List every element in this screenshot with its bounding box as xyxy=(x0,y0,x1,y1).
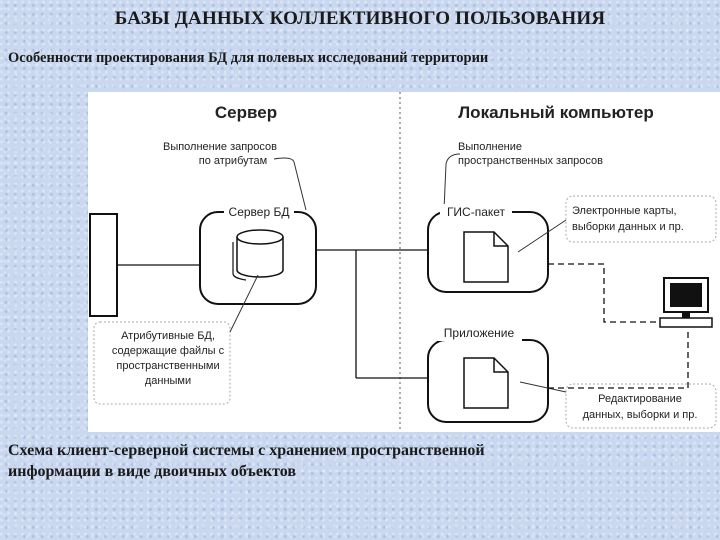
app-label-bg xyxy=(438,325,522,341)
maps-note-line2: выборки данных и пр. xyxy=(572,221,684,233)
maps-note-frame xyxy=(565,195,717,243)
edit-note-line1: Редактирование xyxy=(598,393,682,405)
attr-note-line1: Атрибутивные БД, xyxy=(121,330,215,342)
server-rack xyxy=(89,213,118,317)
gis-label: ГИС-пакет xyxy=(447,205,506,219)
maps-note-callout xyxy=(517,219,567,253)
gis-to-workstation-link xyxy=(548,263,664,323)
edit-note-line2: данных, выборки и пр. xyxy=(583,409,698,421)
app-label: Приложение xyxy=(444,326,515,340)
db-server-label-bg xyxy=(224,204,294,220)
caption-line1: Схема клиент-серверной системы с хранени… xyxy=(8,442,485,459)
attr-note-line2: содержащие файлы с xyxy=(112,345,225,357)
diagram-caption: Схема клиент-серверной системы с хранени… xyxy=(8,440,648,482)
server-heading: Сервер xyxy=(215,103,277,122)
page-subtitle: Особенности проектирования БД для полевы… xyxy=(8,50,489,66)
server-note-callout xyxy=(273,157,307,211)
local-heading: Локальный компьютер xyxy=(458,103,653,122)
client-server-diagram: Сервер Локальный компьютер Выполнение за… xyxy=(88,92,720,432)
attr-note-callout xyxy=(229,274,259,333)
page-title: БАЗЫ ДАННЫХ КОЛЛЕКТИВНОГО ПОЛЬЗОВАНИЯ xyxy=(114,8,606,29)
document-icon xyxy=(463,231,509,283)
server-note-line2: по атрибутам xyxy=(199,155,267,167)
spatial-note-line2: пространственных запросов xyxy=(458,155,603,167)
spatial-note-line1: Выполнение xyxy=(458,141,522,153)
maps-note-line1: Электронные карты, xyxy=(572,205,677,217)
attr-note-frame xyxy=(93,321,231,405)
app-to-workstation-link xyxy=(548,332,689,389)
computer-icon xyxy=(659,277,713,328)
document-icon xyxy=(463,357,509,409)
attr-note-line4: данными xyxy=(145,375,191,387)
gis-label-bg xyxy=(440,204,512,220)
db-server-label: Сервер БД xyxy=(229,205,290,219)
spatial-note-callout xyxy=(443,153,461,211)
caption-line2: информации в виде двоичных объектов xyxy=(8,463,297,480)
edit-note-frame xyxy=(565,383,717,429)
attr-note-line3: пространственными xyxy=(116,360,219,372)
database-icon xyxy=(232,229,284,281)
edit-note-callout xyxy=(519,381,567,393)
server-note-line1: Выполнение запросов xyxy=(163,141,277,153)
